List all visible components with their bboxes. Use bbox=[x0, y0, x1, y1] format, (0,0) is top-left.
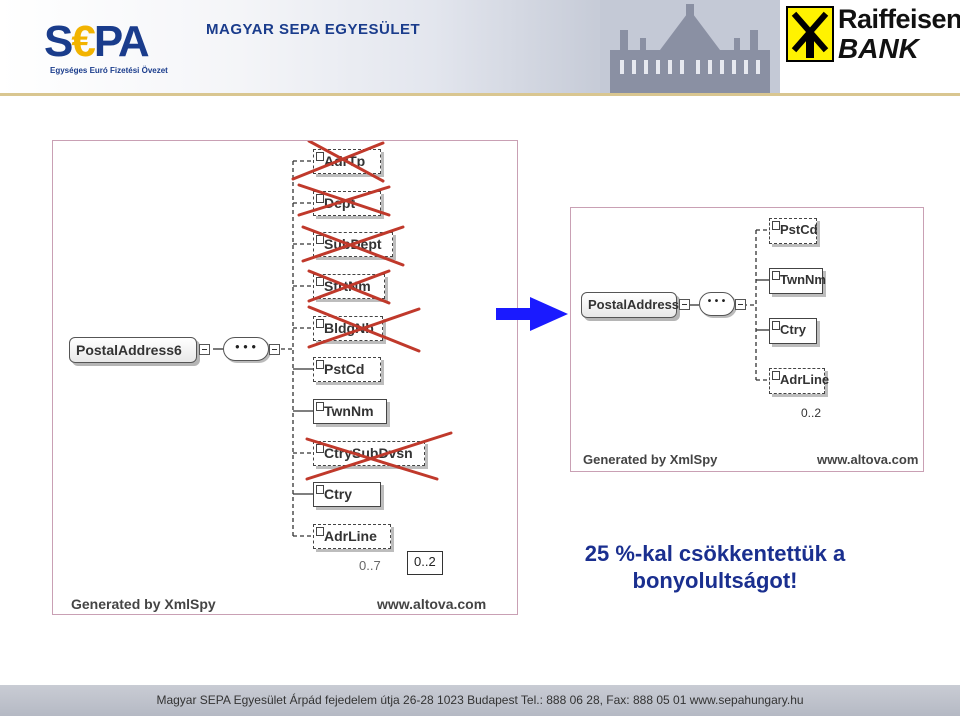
element-twnnm: TwnNm bbox=[313, 399, 387, 424]
sequence-collapse-toggle[interactable] bbox=[269, 344, 280, 355]
diagram-connectors-simplified bbox=[687, 229, 769, 381]
element-adrtp: AdrTp bbox=[313, 149, 381, 174]
element-ctry: Ctry bbox=[769, 318, 817, 344]
header-divider bbox=[0, 93, 960, 96]
sequence-compositor: ••• bbox=[699, 292, 735, 316]
header-banner: S€PA Egységes Euró Fizetési Övezet MAGYA… bbox=[0, 0, 960, 95]
raiffeisen-name: Raiffeisen bbox=[838, 4, 960, 34]
footer-bar: Magyar SEPA Egyesület Árpád fejedelem út… bbox=[0, 685, 960, 716]
footer-contact-info: Magyar SEPA Egyesület Árpád fejedelem út… bbox=[156, 693, 804, 707]
element-pstcd: PstCd bbox=[769, 218, 818, 244]
sepa-wordmark: S€PA bbox=[44, 17, 150, 66]
raiffeisen-bank: BANK bbox=[838, 33, 919, 64]
cardinality: 0..2 bbox=[801, 406, 822, 420]
xmlspy-diagram-simplified: PostalAddress6 ••• PstCd TwnNm Ctry AdrL… bbox=[570, 207, 924, 472]
root-element-postaladdress6: PostalAddress6 bbox=[581, 292, 686, 318]
sepa-logo: S€PA Egységes Euró Fizetési Övezet bbox=[44, 18, 194, 78]
sequence-compositor: ••• bbox=[223, 337, 269, 361]
element-bldgnb: BldgNb bbox=[313, 316, 383, 341]
sepa-subtitle: Egységes Euró Fizetési Övezet bbox=[50, 66, 168, 75]
element-pstcd: PstCd bbox=[313, 357, 381, 382]
element-adrline: AdrLine bbox=[769, 368, 829, 398]
collapse-toggle[interactable] bbox=[199, 344, 210, 355]
generated-by-label: Generated by XmlSpy bbox=[71, 596, 216, 612]
complexity-reduction-caption: 25 %-kal csökkentettük a bonyolultságot! bbox=[584, 541, 846, 593]
generated-by-label: Generated by XmlSpy bbox=[583, 452, 718, 467]
diagram-connectors bbox=[213, 160, 313, 537]
altova-url: www.altova.com bbox=[377, 596, 487, 612]
parliament-icon bbox=[600, 0, 780, 93]
root-element-postaladdress6: PostalAddress6 bbox=[69, 337, 197, 363]
xmlspy-diagram-original: PostalAddress6 ••• AdrTp Dept SubDept St… bbox=[52, 140, 518, 615]
collapse-toggle[interactable] bbox=[679, 299, 690, 310]
association-title: MAGYAR SEPA EGYESÜLET bbox=[206, 21, 421, 38]
element-ctry: Ctry bbox=[313, 482, 381, 507]
altova-url: www.altova.com bbox=[817, 452, 919, 467]
removed-elements-crosses bbox=[291, 141, 453, 481]
element-twnnm: TwnNm bbox=[769, 268, 826, 294]
new-cardinality-box: 0..2 bbox=[407, 551, 443, 575]
raiffeisen-gable-icon bbox=[786, 6, 834, 62]
old-cardinality: 0..7 bbox=[359, 558, 381, 573]
sequence-collapse-toggle[interactable] bbox=[735, 299, 746, 310]
raiffeisen-logo: Raiffeisen BANK bbox=[784, 4, 960, 88]
